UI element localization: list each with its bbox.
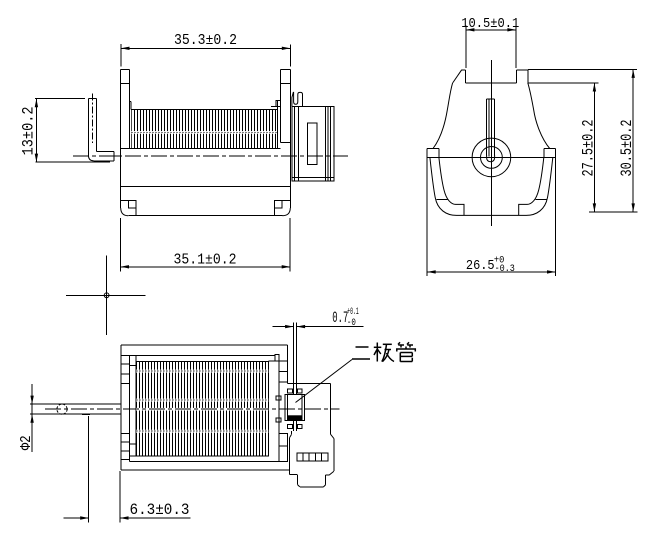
svg-text:6.3±0.3: 6.3±0.3 [130, 501, 190, 519]
svg-text:13±0.2: 13±0.2 [19, 106, 37, 155]
svg-text:35.1±0.2: 35.1±0.2 [174, 251, 237, 268]
svg-text:Φ2: Φ2 [18, 435, 35, 450]
svg-text:+0: +0 [494, 255, 505, 266]
svg-text:-0: -0 [347, 317, 356, 329]
svg-text:10.5±0.1: 10.5±0.1 [461, 16, 519, 32]
svg-text:+0.1: +0.1 [347, 306, 359, 318]
svg-text:30.5±0.2: 30.5±0.2 [618, 120, 636, 177]
svg-text:35.3±0.2: 35.3±0.2 [174, 32, 237, 49]
svg-text:27.5±0.2: 27.5±0.2 [580, 120, 598, 177]
svg-text:-0.3: -0.3 [495, 264, 515, 275]
svg-text:26.5: 26.5 [466, 258, 495, 274]
svg-text:0.7: 0.7 [332, 309, 348, 327]
